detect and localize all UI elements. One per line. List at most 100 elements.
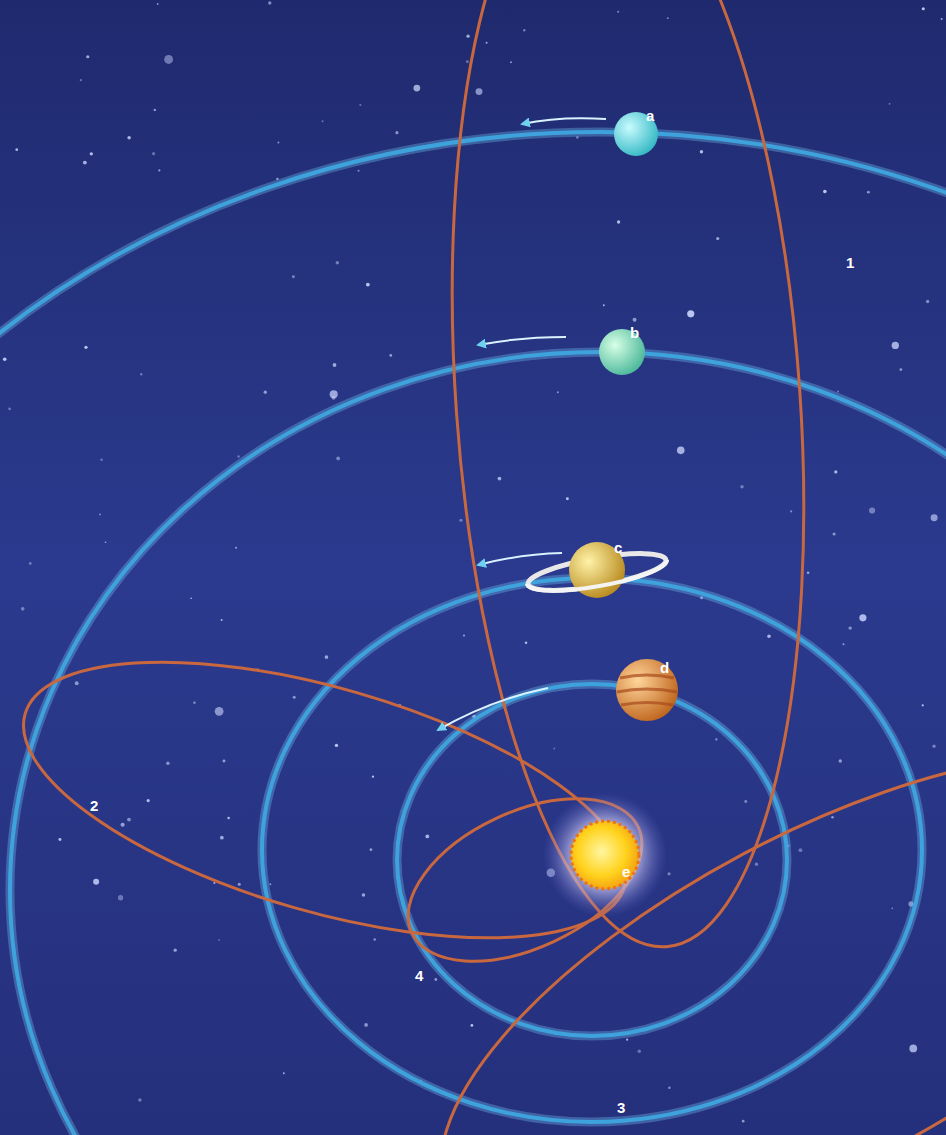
- star: [362, 893, 366, 897]
- star: [75, 681, 79, 685]
- star: [336, 261, 339, 264]
- star: [626, 1039, 628, 1041]
- star: [223, 760, 226, 763]
- star: [127, 136, 131, 140]
- star: [84, 346, 87, 349]
- callout-number: 2: [90, 798, 98, 813]
- star: [909, 1045, 917, 1053]
- star: [235, 547, 237, 549]
- star: [21, 607, 25, 611]
- star: [93, 879, 99, 885]
- orbit-glow: [262, 578, 922, 1122]
- star: [333, 363, 337, 367]
- star: [715, 738, 717, 740]
- star: [86, 55, 89, 58]
- star: [357, 170, 359, 172]
- star: [553, 748, 555, 750]
- motion-arrow: [478, 553, 562, 565]
- star: [523, 29, 525, 31]
- star: [237, 455, 239, 457]
- star: [190, 597, 192, 599]
- orbit-glow: [397, 684, 787, 1036]
- callout-number: 4: [415, 968, 423, 983]
- planet-bands: [617, 675, 677, 705]
- star: [140, 373, 142, 375]
- star: [889, 103, 891, 105]
- star: [510, 61, 512, 63]
- star: [220, 836, 224, 840]
- star: [238, 883, 241, 886]
- star: [466, 35, 469, 38]
- orbit: [397, 684, 787, 1036]
- orbit: [0, 132, 946, 1135]
- comet-orbit: [383, 766, 667, 995]
- star: [389, 354, 392, 357]
- planet-label: b: [630, 325, 639, 340]
- star: [941, 18, 943, 20]
- star: [677, 447, 685, 455]
- star: [498, 477, 502, 481]
- star: [837, 390, 839, 392]
- star: [869, 507, 875, 513]
- orbit: [262, 578, 922, 1122]
- star: [154, 109, 156, 111]
- star: [633, 318, 637, 322]
- ringed-planet: [526, 542, 669, 598]
- star: [466, 60, 469, 63]
- star: [268, 1, 271, 4]
- motion-arrow: [522, 118, 606, 124]
- star: [152, 152, 155, 155]
- star: [425, 835, 429, 839]
- callout-number: 3: [617, 1100, 625, 1115]
- star: [716, 237, 719, 240]
- motion-arrow: [438, 688, 548, 730]
- star: [687, 310, 694, 317]
- star: [218, 939, 220, 941]
- star: [486, 42, 488, 44]
- star: [899, 368, 902, 371]
- star: [370, 848, 373, 851]
- planet-ring: [527, 560, 667, 591]
- star: [283, 1072, 285, 1074]
- star: [83, 161, 87, 165]
- star: [292, 275, 295, 278]
- star: [322, 120, 324, 122]
- star: [215, 707, 224, 716]
- star: [823, 190, 827, 194]
- star: [325, 655, 329, 659]
- star: [164, 55, 173, 64]
- star: [755, 863, 758, 866]
- star: [372, 776, 374, 778]
- orbit-glow: [0, 132, 946, 1135]
- star: [667, 872, 670, 875]
- star: [617, 11, 619, 13]
- star: [127, 818, 131, 822]
- star: [395, 131, 398, 134]
- star: [566, 497, 569, 500]
- star: [932, 745, 935, 748]
- comet-orbit: [418, 0, 838, 959]
- star: [29, 562, 32, 565]
- star: [8, 408, 11, 411]
- star: [742, 1120, 745, 1123]
- star: [359, 104, 361, 106]
- star: [807, 571, 810, 574]
- star: [105, 541, 107, 543]
- star: [700, 150, 703, 153]
- star: [767, 635, 771, 639]
- star: [744, 800, 747, 803]
- motion-arrow: [478, 337, 566, 345]
- planet-label: c: [614, 540, 622, 555]
- star: [833, 532, 836, 535]
- star: [463, 634, 465, 636]
- sun: [571, 821, 639, 889]
- star: [90, 152, 93, 155]
- sun-glow: [543, 793, 667, 917]
- star: [557, 391, 559, 393]
- star: [867, 191, 870, 194]
- star: [790, 510, 792, 512]
- star: [603, 304, 605, 306]
- star: [638, 1050, 641, 1053]
- star: [15, 148, 18, 151]
